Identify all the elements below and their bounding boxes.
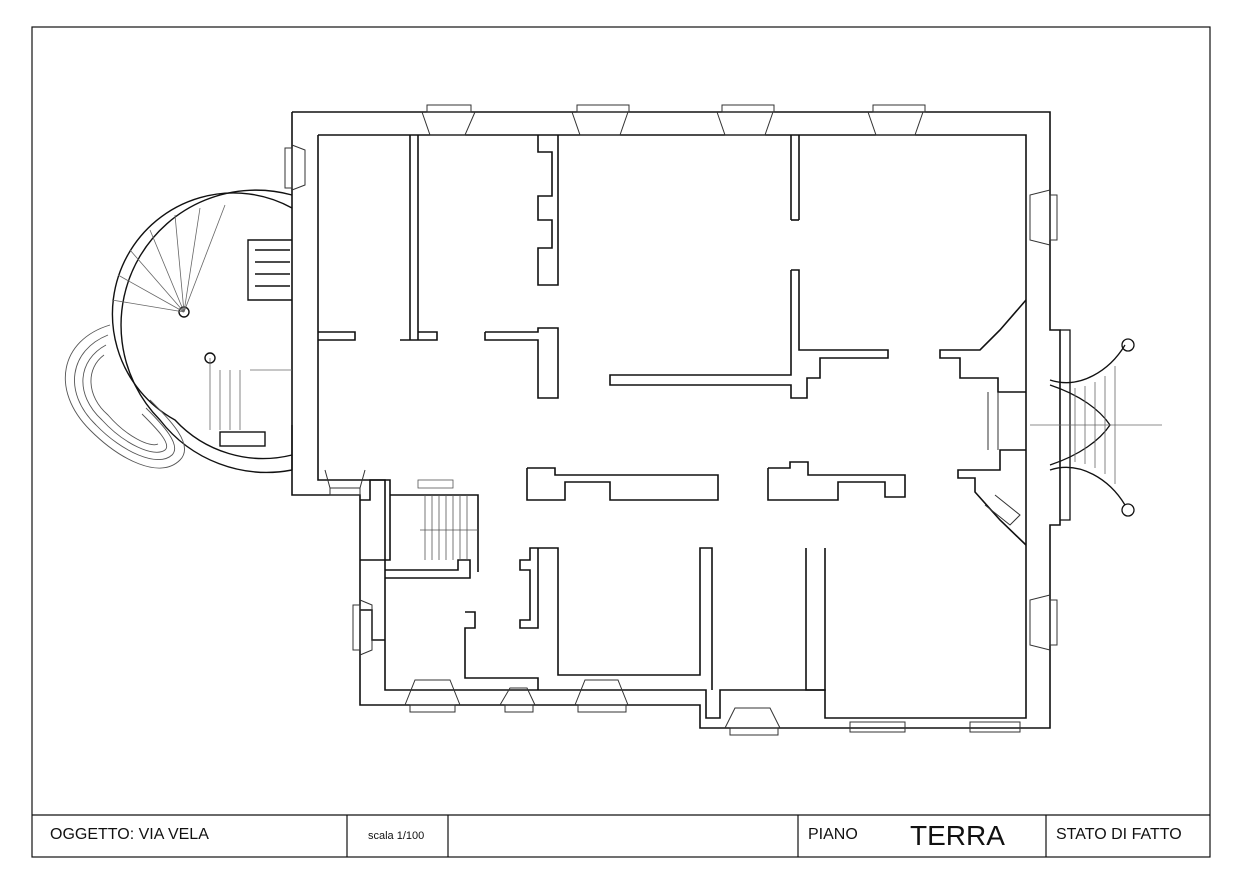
title-block-piano-value: TERRA xyxy=(910,820,1005,851)
sheet-border xyxy=(31,26,1211,858)
spiral-stair-treads xyxy=(111,204,292,430)
title-block-oggetto: OGGETTO: VIA VELA xyxy=(50,826,209,843)
entrance-stair-treads xyxy=(1030,366,1162,484)
building-walls xyxy=(291,111,1061,729)
title-block xyxy=(32,814,1210,857)
curved-ramp xyxy=(65,324,186,469)
title-block-scale: scala 1/100 xyxy=(368,830,425,842)
service-stair xyxy=(417,479,478,560)
right-doorway xyxy=(984,392,1021,526)
outer-wall xyxy=(291,111,1061,729)
windows xyxy=(284,104,1058,736)
inner-wall xyxy=(317,134,1027,719)
spiral-stair xyxy=(111,189,293,474)
title-block-piano-label: PIANO xyxy=(808,826,858,843)
title-block-stato: STATO DI FATTO xyxy=(1056,826,1182,843)
